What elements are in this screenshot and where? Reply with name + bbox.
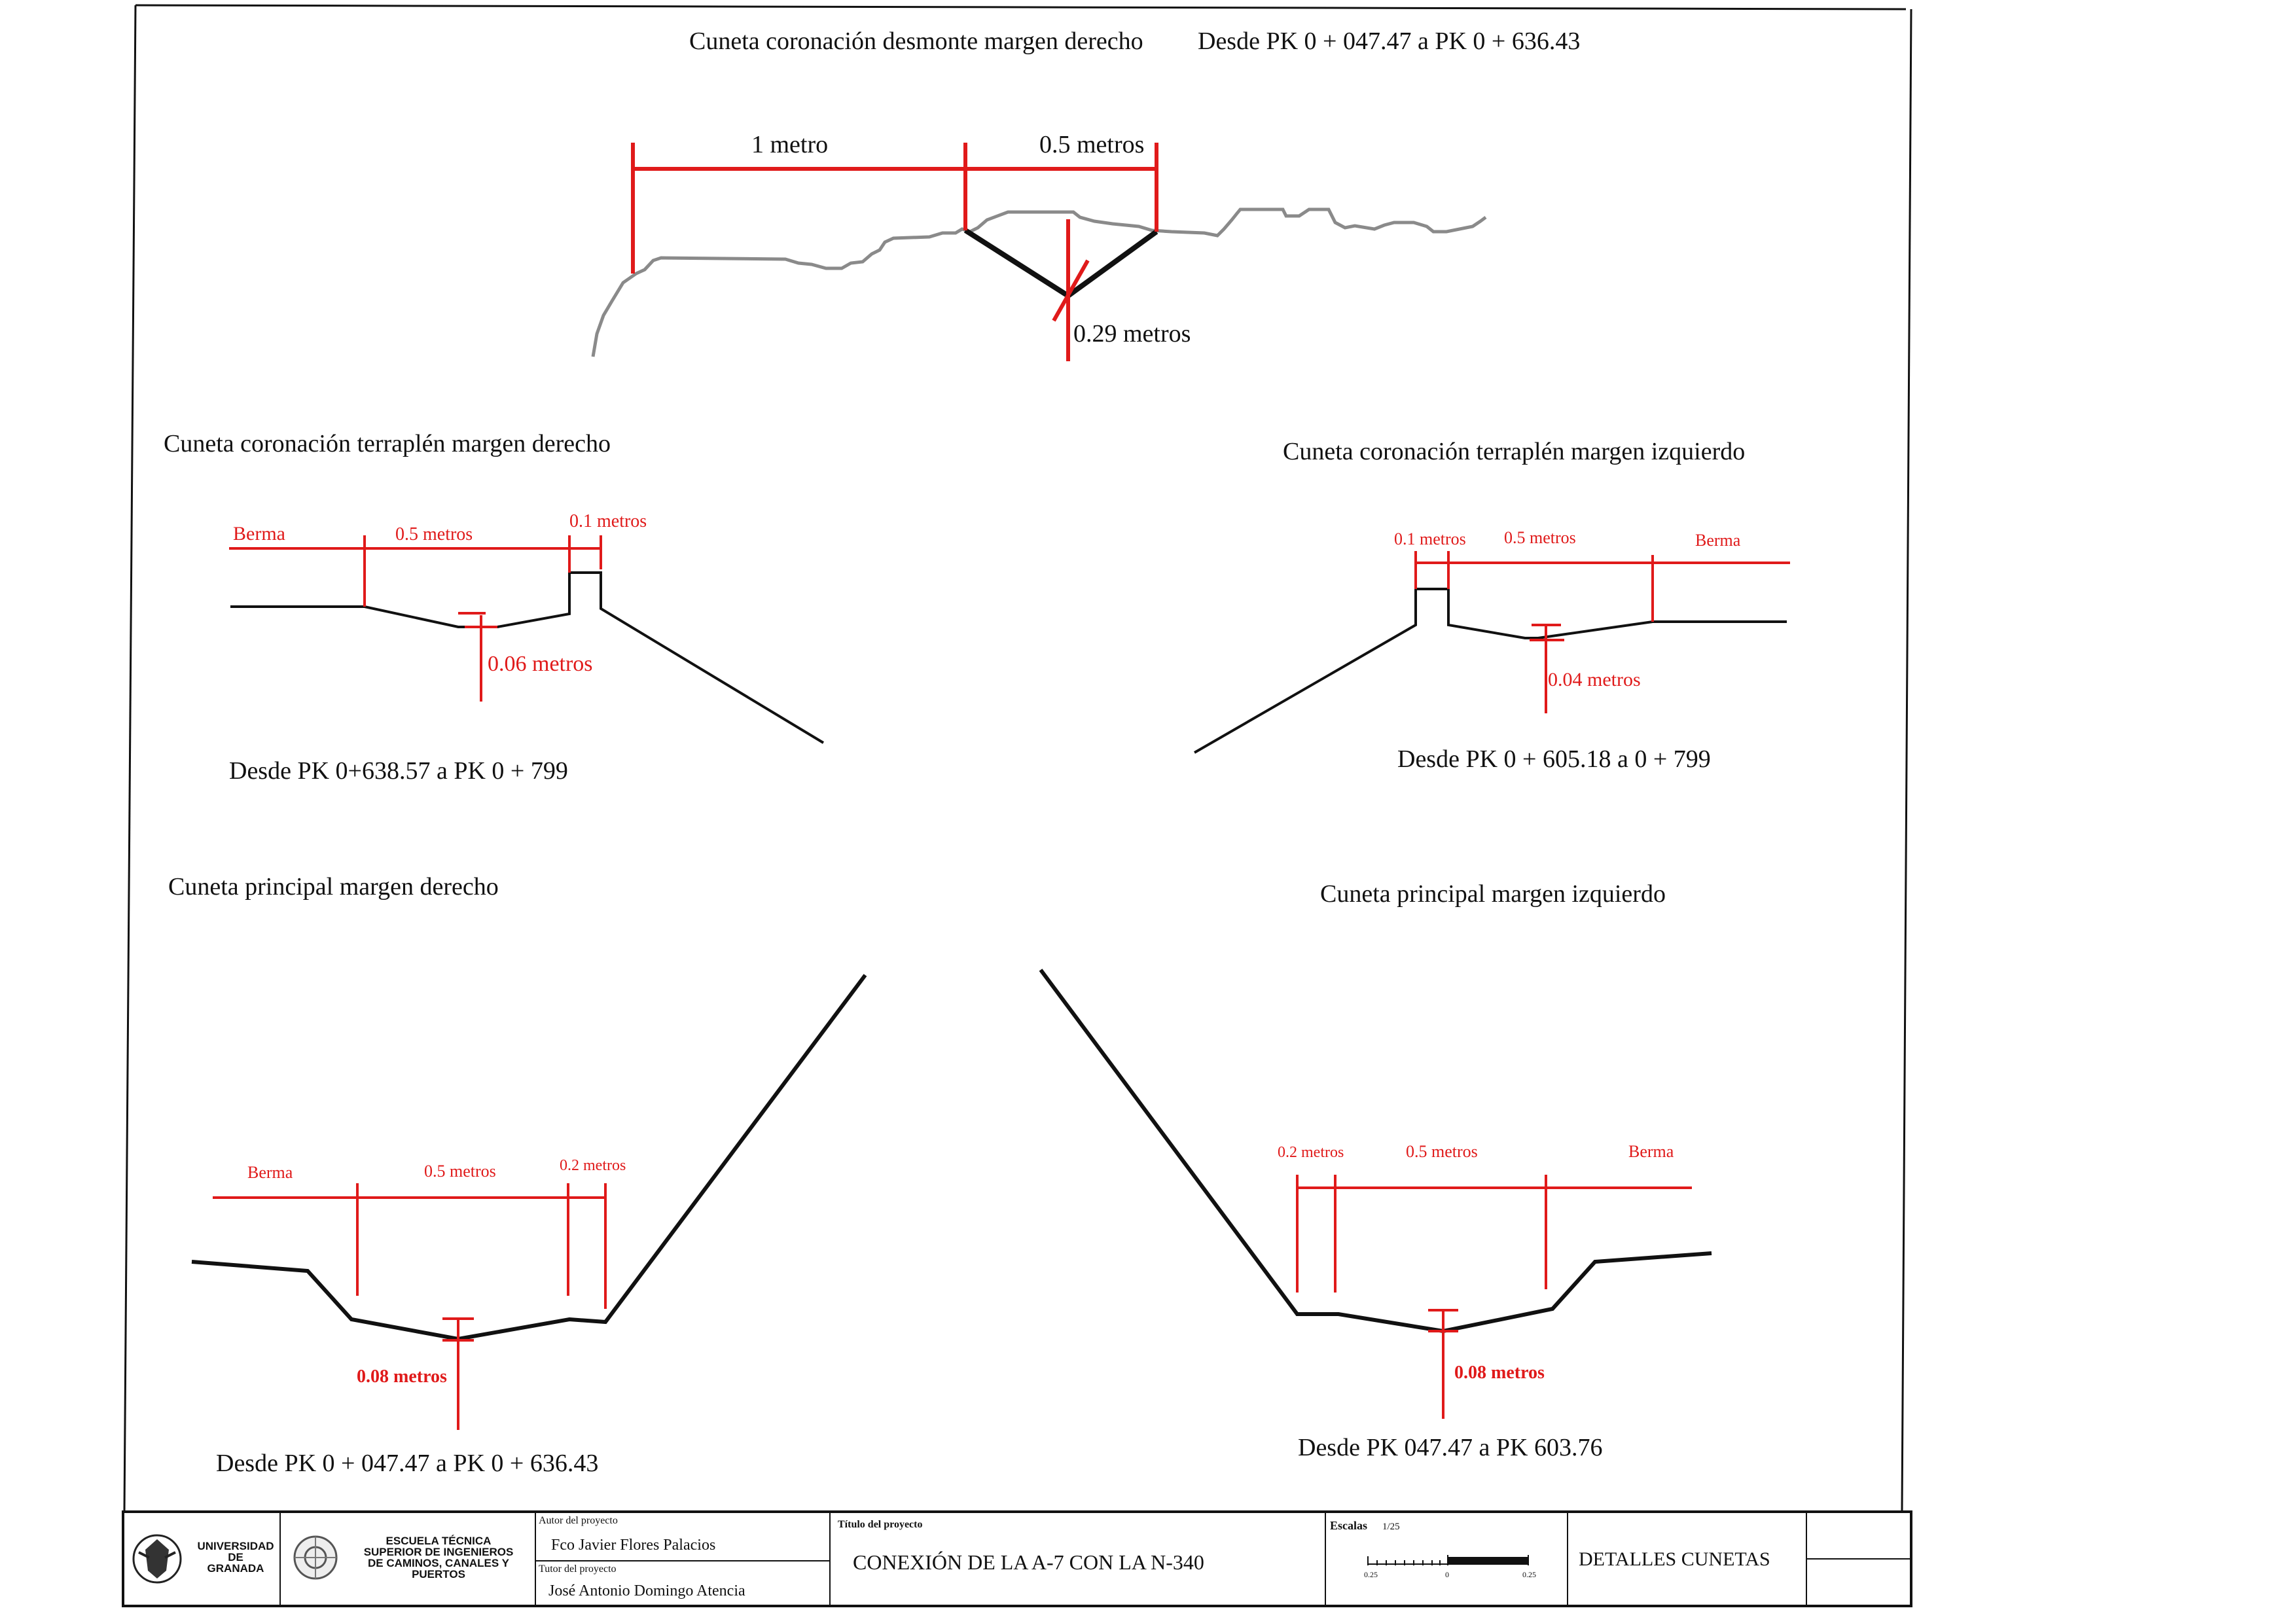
scale-label: Escalas bbox=[1330, 1519, 1367, 1532]
university-line-1: UNIVERSIDAD bbox=[197, 1540, 274, 1552]
dim-side: 0.2 metros bbox=[1278, 1144, 1344, 1161]
dim-depth: 0.08 metros bbox=[357, 1366, 447, 1387]
project-label: Título del proyecto bbox=[838, 1519, 922, 1530]
pk-range: Desde PK 0 + 047.47 a PK 0 + 636.43 bbox=[1198, 27, 1580, 55]
terrain-profile bbox=[591, 207, 1487, 357]
school-line-2: SUPERIOR DE INGENIEROS bbox=[364, 1546, 514, 1558]
ditch-section bbox=[191, 974, 867, 1342]
ditch-section bbox=[230, 571, 825, 744]
ditch-section bbox=[1194, 588, 1787, 754]
dimension-lines bbox=[631, 143, 1158, 361]
dim-width: 0.5 metros bbox=[424, 1162, 496, 1181]
dim-depth: 0.08 metros bbox=[1454, 1363, 1545, 1383]
label-berma: Berma bbox=[247, 1163, 293, 1182]
dim-width-1: 1 metro bbox=[751, 131, 828, 158]
section-desmonte: Cuneta coronación desmonte margen derech… bbox=[591, 27, 1580, 361]
section-title: Cuneta principal margen izquierdo bbox=[1320, 880, 1666, 908]
scale-bar bbox=[1367, 1555, 1529, 1565]
section-title: Cuneta coronación terraplén margen derec… bbox=[164, 430, 611, 457]
school-emblem-icon bbox=[293, 1535, 338, 1580]
section-title: Cuneta principal margen derecho bbox=[168, 873, 499, 901]
dim-width: 0.5 metros bbox=[1504, 528, 1576, 547]
tutor-name: José Antonio Domingo Atencia bbox=[548, 1582, 745, 1599]
dim-depth: 0.04 metros bbox=[1548, 669, 1641, 690]
label-berma: Berma bbox=[1695, 531, 1741, 550]
scale-value: 1/25 bbox=[1382, 1522, 1400, 1532]
ditch-section bbox=[1039, 969, 1712, 1334]
author-name: Fco Javier Flores Palacios bbox=[551, 1537, 715, 1554]
sheet-title: DETALLES CUNETAS bbox=[1579, 1548, 1770, 1570]
pk-range: Desde PK 0 + 047.47 a PK 0 + 636.43 bbox=[216, 1450, 598, 1477]
section-principal-izquierdo: Cuneta principal margen izquierdo 0.2 me… bbox=[1039, 880, 1712, 1461]
university-line-3: GRANADA bbox=[207, 1562, 264, 1575]
dim-side: 0.2 metros bbox=[560, 1157, 626, 1174]
dimension-lines bbox=[1296, 1175, 1692, 1419]
author-label: Autor del proyecto bbox=[539, 1515, 618, 1526]
sheet-frame bbox=[123, 4, 1912, 1511]
school-line-1: ESCUELA TÉCNICA bbox=[386, 1535, 492, 1547]
dimension-lines bbox=[229, 535, 602, 702]
school-line-3: DE CAMINOS, CANALES Y bbox=[368, 1557, 510, 1569]
tutor-label: Tutor del proyecto bbox=[539, 1563, 617, 1575]
school-line-4: PUERTOS bbox=[412, 1568, 465, 1580]
section-title: Cuneta coronación desmonte margen derech… bbox=[689, 27, 1143, 55]
section-title: Cuneta coronación terraplén margen izqui… bbox=[1283, 438, 1745, 465]
pk-range: Desde PK 0 + 605.18 a 0 + 799 bbox=[1397, 745, 1711, 773]
dim-curb: 0.1 metros bbox=[1394, 529, 1466, 548]
scale-tick-zero: 0 bbox=[1445, 1570, 1449, 1579]
dim-depth: 0.06 metros bbox=[488, 652, 593, 676]
section-principal-derecho: Cuneta principal margen derecho Berma 0.… bbox=[168, 873, 867, 1477]
dim-curb: 0.1 metros bbox=[569, 511, 647, 531]
university-line-2: DE bbox=[228, 1551, 243, 1563]
dimension-lines bbox=[213, 1183, 607, 1430]
dim-depth: 0.29 metros bbox=[1073, 320, 1191, 348]
section-terraplen-izquierdo: Cuneta coronación terraplén margen izqui… bbox=[1194, 438, 1790, 773]
dim-width-2: 0.5 metros bbox=[1039, 131, 1144, 158]
title-block: UNIVERSIDAD DE GRANADA ESCUELA TÉCNICA S… bbox=[122, 1510, 1912, 1607]
label-berma: Berma bbox=[233, 523, 285, 544]
dim-width: 0.5 metros bbox=[395, 524, 473, 544]
project-title: CONEXIÓN DE LA A-7 CON LA N-340 bbox=[853, 1550, 1204, 1574]
label-berma: Berma bbox=[1628, 1142, 1674, 1161]
ditch-section bbox=[963, 228, 1158, 299]
pk-range: Desde PK 047.47 a PK 603.76 bbox=[1298, 1434, 1602, 1461]
dimension-lines bbox=[1414, 551, 1790, 713]
section-terraplen-derecho: Cuneta coronación terraplén margen derec… bbox=[164, 430, 825, 785]
scale-tick-left: 0.25 bbox=[1364, 1570, 1378, 1579]
scale-tick-right: 0.25 bbox=[1522, 1570, 1536, 1579]
dim-width: 0.5 metros bbox=[1406, 1142, 1478, 1161]
university-crest-icon bbox=[132, 1534, 182, 1584]
pk-range: Desde PK 0+638.57 a PK 0 + 799 bbox=[229, 757, 568, 785]
